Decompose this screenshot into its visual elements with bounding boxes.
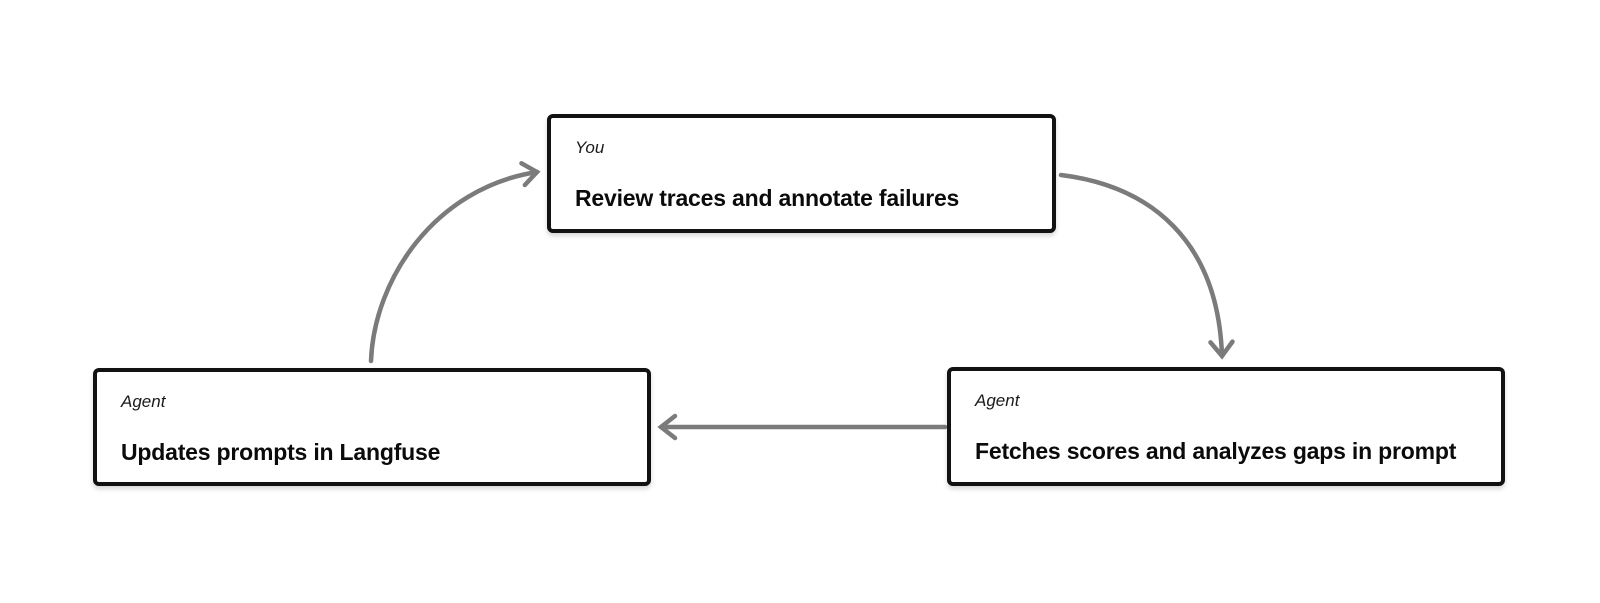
edge-review-to-fetch-arrow xyxy=(1058,172,1235,360)
node-updates-prompts: Agent Updates prompts in Langfuse xyxy=(93,368,651,486)
node-actor-label: You xyxy=(575,138,605,157)
node-fetches-scores: Agent Fetches scores and analyzes gaps i… xyxy=(947,367,1505,486)
node-title: Review traces and annotate failures xyxy=(575,185,960,211)
node-title: Fetches scores and analyzes gaps in prom… xyxy=(975,438,1457,464)
node-actor-label: Agent xyxy=(975,391,1020,410)
node-title: Updates prompts in Langfuse xyxy=(121,439,441,465)
node-review-traces: You Review traces and annotate failures xyxy=(547,114,1056,233)
edge-update-to-review-arrow xyxy=(368,161,541,364)
node-actor-label: Agent xyxy=(121,392,166,411)
